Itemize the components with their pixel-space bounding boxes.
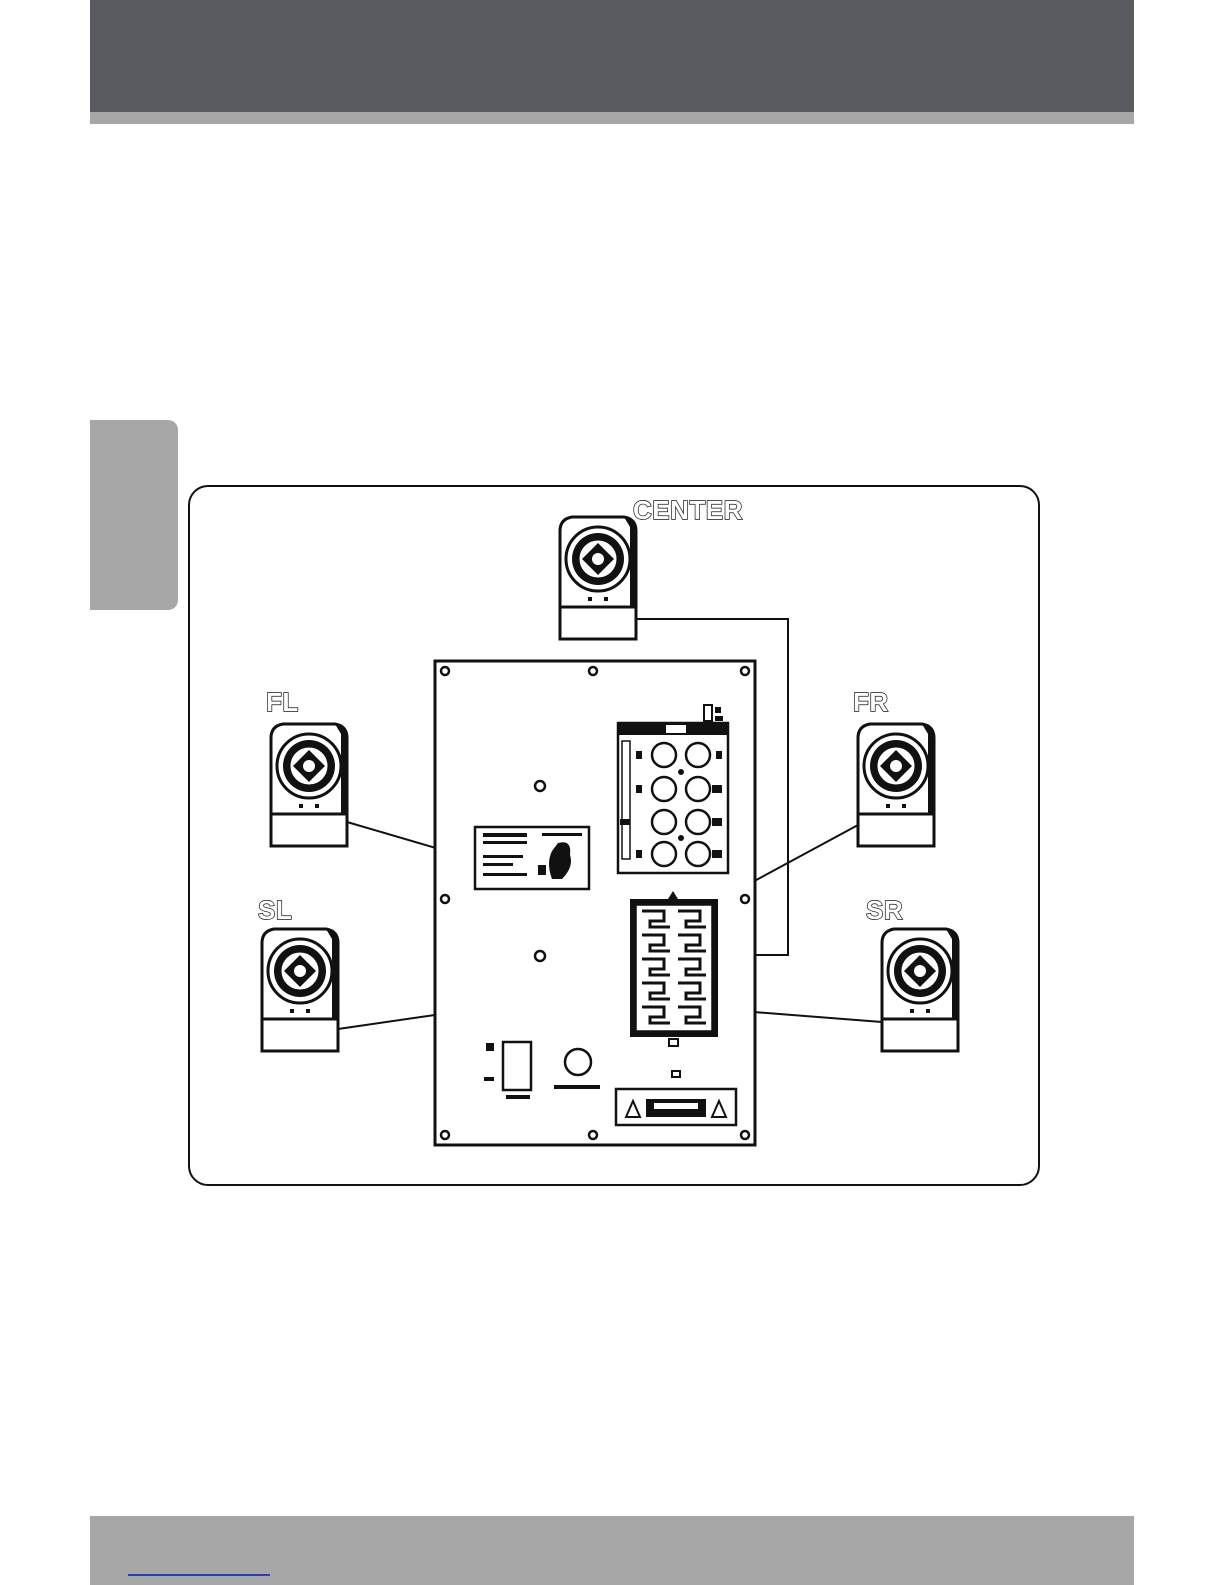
speaker-front-right xyxy=(858,724,934,846)
speaker-surround-right xyxy=(882,929,958,1051)
label-front-left: FL xyxy=(266,687,299,717)
footer-link-underline[interactable] xyxy=(128,1574,270,1576)
header-bar xyxy=(90,0,1134,112)
speaker-connection-diagram: CENTER FL FR SL SR xyxy=(188,485,1040,1186)
label-surround-left: SL xyxy=(258,895,292,925)
side-tab xyxy=(90,420,178,610)
speaker-terminal-block xyxy=(630,891,718,1046)
label-front-right: FR xyxy=(853,687,889,717)
speaker-center xyxy=(560,517,636,639)
label-center: CENTER xyxy=(633,495,743,525)
speaker-front-left xyxy=(271,724,347,846)
subwoofer-rear-panel xyxy=(435,661,755,1145)
label-surround-right: SR xyxy=(866,895,903,925)
rating-label xyxy=(475,827,589,889)
input-jack-block xyxy=(618,705,728,873)
diagram-canvas: CENTER FL FR SL SR xyxy=(190,487,1042,1188)
speaker-surround-left xyxy=(262,929,338,1051)
header-stripe xyxy=(90,112,1134,124)
